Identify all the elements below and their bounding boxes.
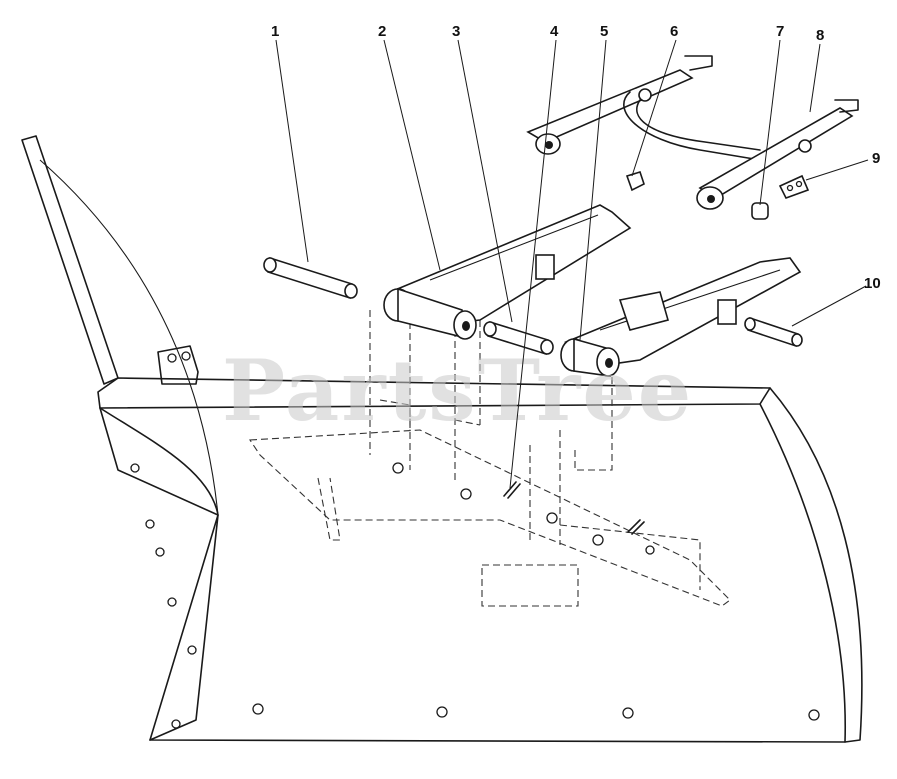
mounting-bracket-hidden (249, 300, 731, 607)
callout-6: 6 (670, 23, 678, 40)
callout-7: 7 (776, 23, 784, 40)
callout-10: 10 (864, 275, 881, 292)
pins (263, 256, 803, 535)
callout-9: 9 (872, 150, 880, 167)
callout-1: 1 (271, 23, 279, 40)
callout-3: 3 (452, 23, 460, 40)
push-arms (383, 204, 802, 377)
callout-leaders (275, 39, 869, 489)
plow-blade (21, 135, 863, 743)
lift-frame-assembly (526, 55, 859, 220)
callout-5: 5 (600, 23, 608, 40)
watermark-text: PartsTree (222, 341, 693, 440)
callout-4: 4 (550, 23, 559, 40)
callout-labels: 1 2 3 4 5 6 7 8 9 10 (271, 23, 881, 292)
callout-8: 8 (816, 27, 824, 44)
callout-2: 2 (378, 23, 386, 40)
